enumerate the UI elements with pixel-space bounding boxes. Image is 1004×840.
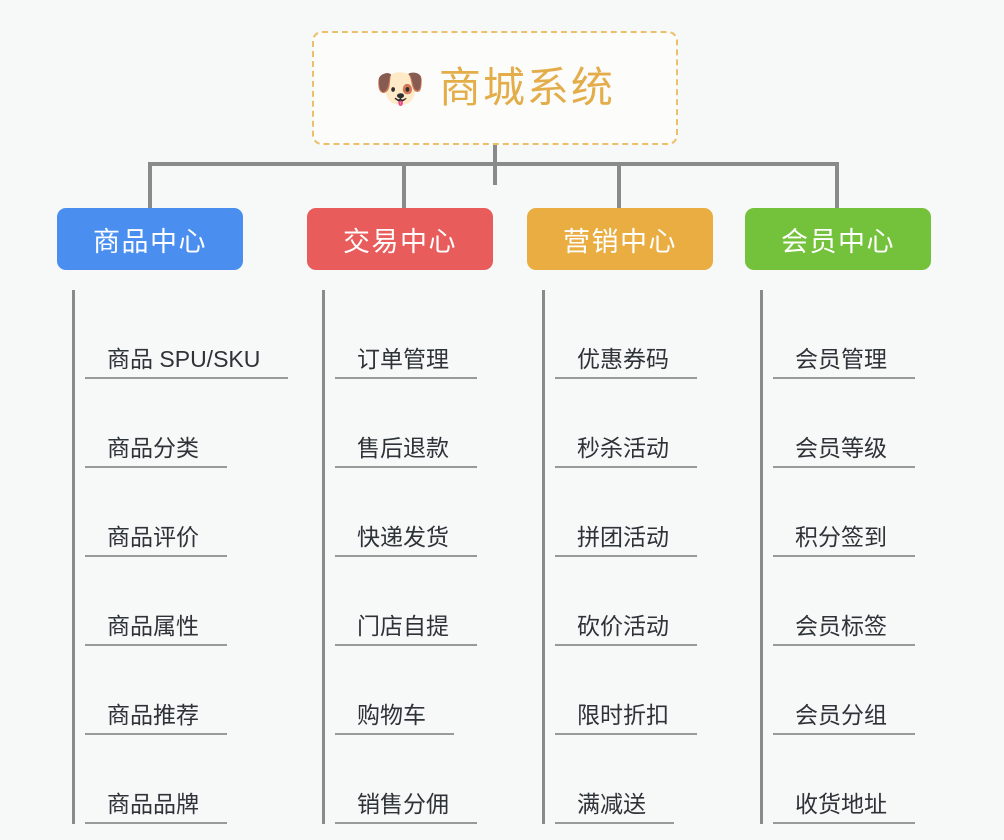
list-item[interactable]: 商品推荐 bbox=[75, 646, 307, 735]
list-item-label: 商品品牌 bbox=[85, 791, 227, 824]
list-item-label: 会员标签 bbox=[773, 613, 915, 646]
branch-header-member-center[interactable]: 会员中心 bbox=[745, 208, 931, 270]
branch-trade-center: 交易中心 订单管理 售后退款 快递发货 门店自提 购物车 销售分佣 bbox=[307, 208, 522, 824]
connector-bus bbox=[148, 162, 839, 166]
branch-header-label: 商品中心 bbox=[93, 226, 207, 257]
list-item-label: 门店自提 bbox=[335, 613, 477, 646]
connector-drop-4 bbox=[835, 162, 839, 208]
list-item[interactable]: 积分签到 bbox=[763, 468, 960, 557]
list-item-label: 限时折扣 bbox=[555, 702, 697, 735]
list-item[interactable]: 优惠券码 bbox=[545, 290, 742, 379]
list-item[interactable]: 收货地址 bbox=[763, 735, 960, 824]
list-item[interactable]: 商品分类 bbox=[75, 379, 307, 468]
list-item[interactable]: 拼团活动 bbox=[545, 468, 742, 557]
list-item[interactable]: 购物车 bbox=[325, 646, 522, 735]
branch-product-center: 商品中心 商品 SPU/SKU 商品分类 商品评价 商品属性 商品推荐 商品品牌 bbox=[57, 208, 307, 824]
connector-drop-1 bbox=[148, 162, 152, 208]
branch-items-product-center: 商品 SPU/SKU 商品分类 商品评价 商品属性 商品推荐 商品品牌 bbox=[72, 290, 307, 824]
list-item[interactable]: 快递发货 bbox=[325, 468, 522, 557]
connector-drop-3 bbox=[617, 162, 621, 208]
list-item-label: 商品评价 bbox=[85, 524, 227, 557]
list-item[interactable]: 销售分佣 bbox=[325, 735, 522, 824]
root-title: 商城系统 bbox=[438, 64, 615, 111]
list-item[interactable]: 商品品牌 bbox=[75, 735, 307, 824]
list-item-label: 购物车 bbox=[335, 702, 454, 735]
branch-header-label: 营销中心 bbox=[563, 226, 677, 257]
list-item[interactable]: 售后退款 bbox=[325, 379, 522, 468]
list-item[interactable]: 秒杀活动 bbox=[545, 379, 742, 468]
list-item-label: 会员分组 bbox=[773, 702, 915, 735]
list-item-label: 商品 SPU/SKU bbox=[85, 346, 289, 379]
list-item-label: 收货地址 bbox=[773, 791, 915, 824]
branch-header-label: 交易中心 bbox=[343, 226, 457, 257]
branch-marketing-center: 营销中心 优惠券码 秒杀活动 拼团活动 砍价活动 限时折扣 满减送 bbox=[527, 208, 742, 824]
dog-face-icon: 🐶 bbox=[375, 67, 425, 111]
branch-header-marketing-center[interactable]: 营销中心 bbox=[527, 208, 713, 270]
list-item-label: 砍价活动 bbox=[555, 613, 697, 646]
branch-items-marketing-center: 优惠券码 秒杀活动 拼团活动 砍价活动 限时折扣 满减送 bbox=[542, 290, 742, 824]
list-item-label: 快递发货 bbox=[335, 524, 477, 557]
list-item[interactable]: 门店自提 bbox=[325, 557, 522, 646]
list-item-label: 优惠券码 bbox=[555, 346, 697, 379]
list-item-label: 商品推荐 bbox=[85, 702, 227, 735]
branch-header-label: 会员中心 bbox=[781, 226, 895, 257]
branch-items-trade-center: 订单管理 售后退款 快递发货 门店自提 购物车 销售分佣 bbox=[322, 290, 522, 824]
list-item[interactable]: 会员分组 bbox=[763, 646, 960, 735]
list-item-label: 积分签到 bbox=[773, 524, 915, 557]
list-item-label: 订单管理 bbox=[335, 346, 477, 379]
branch-member-center: 会员中心 会员管理 会员等级 积分签到 会员标签 会员分组 收货地址 bbox=[745, 208, 960, 824]
list-item[interactable]: 满减送 bbox=[545, 735, 742, 824]
root-node[interactable]: 🐶 商城系统 bbox=[312, 31, 678, 145]
branch-items-member-center: 会员管理 会员等级 积分签到 会员标签 会员分组 收货地址 bbox=[760, 290, 960, 824]
list-item-label: 秒杀活动 bbox=[555, 435, 697, 468]
list-item-label: 销售分佣 bbox=[335, 791, 477, 824]
list-item-label: 满减送 bbox=[555, 791, 674, 824]
list-item[interactable]: 会员标签 bbox=[763, 557, 960, 646]
list-item[interactable]: 会员管理 bbox=[763, 290, 960, 379]
connector-drop-2 bbox=[402, 162, 406, 208]
list-item[interactable]: 限时折扣 bbox=[545, 646, 742, 735]
list-item-label: 拼团活动 bbox=[555, 524, 697, 557]
list-item[interactable]: 商品属性 bbox=[75, 557, 307, 646]
list-item[interactable]: 商品 SPU/SKU bbox=[75, 290, 307, 379]
list-item[interactable]: 商品评价 bbox=[75, 468, 307, 557]
list-item[interactable]: 订单管理 bbox=[325, 290, 522, 379]
list-item-label: 会员管理 bbox=[773, 346, 915, 379]
list-item-label: 会员等级 bbox=[773, 435, 915, 468]
list-item-label: 商品属性 bbox=[85, 613, 227, 646]
list-item[interactable]: 砍价活动 bbox=[545, 557, 742, 646]
list-item-label: 售后退款 bbox=[335, 435, 477, 468]
branch-header-product-center[interactable]: 商品中心 bbox=[57, 208, 243, 270]
list-item[interactable]: 会员等级 bbox=[763, 379, 960, 468]
branch-header-trade-center[interactable]: 交易中心 bbox=[307, 208, 493, 270]
list-item-label: 商品分类 bbox=[85, 435, 227, 468]
